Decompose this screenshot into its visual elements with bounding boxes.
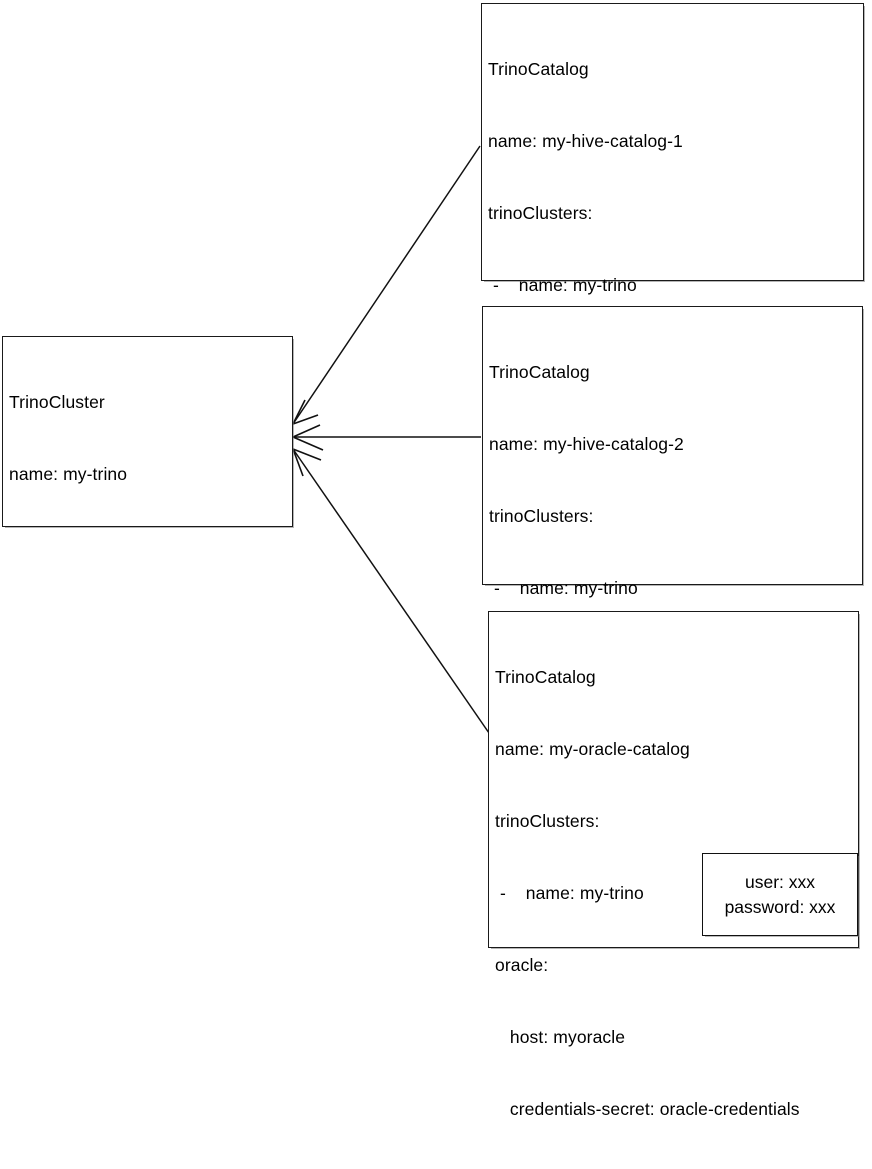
catalog3-line-1: name: my-oracle-catalog: [495, 739, 690, 759]
catalog3-line-0: TrinoCatalog: [495, 667, 596, 687]
oracle-credentials-secret-box[interactable]: user: xxx password: xxx: [702, 853, 858, 936]
catalog1-line-3: - name: my-trino: [488, 275, 637, 295]
secret-line-user: user: xxx: [744, 871, 816, 892]
cluster-line-name: name: my-trino: [9, 464, 128, 484]
catalog3-line-4: oracle:: [495, 955, 549, 975]
trino-cluster-text: TrinoCluster name: my-trino: [9, 342, 290, 534]
edge-catalog1-to-cluster: [292, 145, 481, 425]
catalog2-line-1: name: my-hive-catalog-2: [489, 434, 684, 454]
diagram-canvas: TrinoCluster name: my-trino TrinoCatalog…: [2, 3, 864, 1119]
trino-catalog-box-hive-1[interactable]: TrinoCatalog name: my-hive-catalog-1 tri…: [481, 3, 864, 655]
catalog2-line-3: - name: my-trino: [489, 578, 638, 598]
trino-cluster-box[interactable]: TrinoCluster name: my-trino: [2, 336, 293, 527]
catalog2-line-0: TrinoCatalog: [489, 362, 590, 382]
trino-catalog-box-hive-2[interactable]: TrinoCatalog name: my-hive-catalog-2 tri…: [482, 306, 863, 886]
catalog1-line-2: trinoClusters:: [488, 203, 593, 223]
catalog3-line-3: - name: my-trino: [495, 883, 644, 903]
catalog1-line-1: name: my-hive-catalog-1: [488, 131, 683, 151]
catalog3-line-5: host: myoracle: [495, 1027, 626, 1047]
cluster-line-kind: TrinoCluster: [9, 392, 105, 412]
edge-catalog3-to-cluster: [292, 448, 490, 734]
secret-line-password: password: xxx: [724, 896, 836, 917]
edge-catalog2-to-cluster: [292, 424, 481, 451]
catalog2-line-2: trinoClusters:: [489, 506, 594, 526]
catalog3-line-6: credentials-secret: oracle-credentials: [495, 1099, 800, 1119]
catalog3-line-2: trinoClusters:: [495, 811, 600, 831]
catalog1-line-0: TrinoCatalog: [488, 59, 589, 79]
